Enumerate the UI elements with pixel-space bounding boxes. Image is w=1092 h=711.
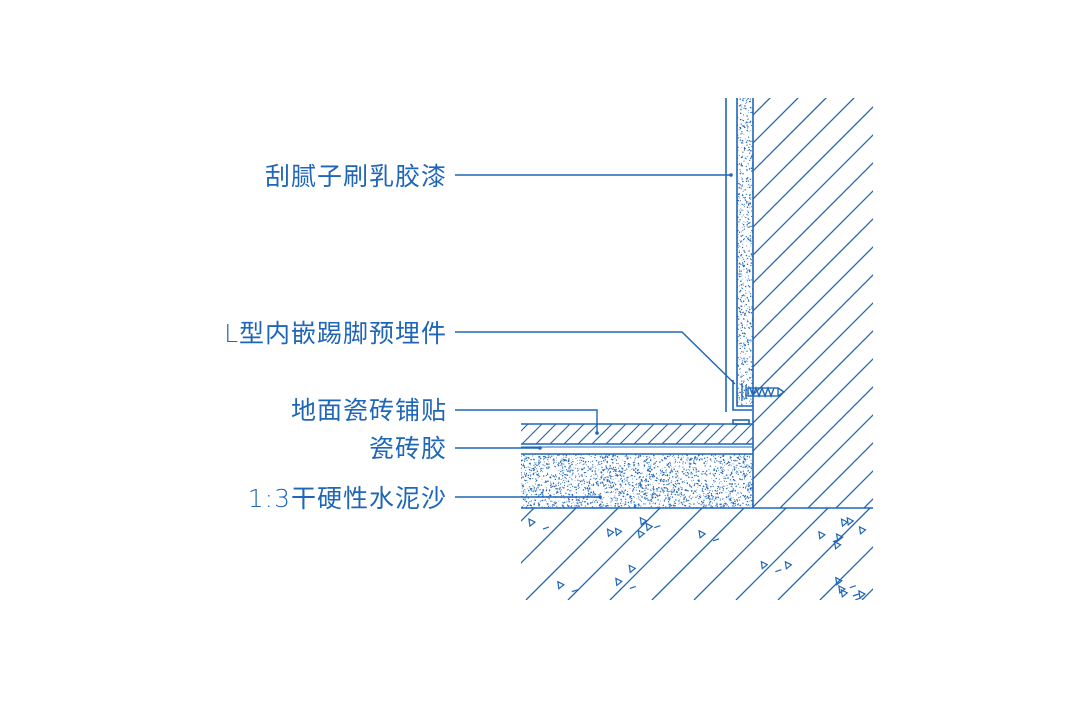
- label-floor-tile: 地面瓷砖铺贴: [291, 396, 447, 425]
- leader-floor-tile: [455, 409, 598, 433]
- anchor-screw-icon: [741, 383, 786, 401]
- label-l-embedded-skirting: L型内嵌踢脚预埋件: [224, 319, 447, 348]
- leader-l-embedded-skirting: [455, 331, 736, 385]
- wall-plaster-layer: [736, 98, 753, 407]
- floor-tile-layer: [521, 423, 753, 445]
- label-dry-mortar: 1:3干硬性水泥沙: [248, 484, 447, 513]
- tile-adhesive-layer: [521, 446, 753, 455]
- dry-mortar-layer: [521, 454, 873, 509]
- label-putty-latex-paint: 刮腻子刷乳胶漆: [265, 162, 447, 191]
- concrete-substrate: [521, 508, 873, 600]
- label-tile-adhesive: 瓷砖胶: [369, 434, 447, 463]
